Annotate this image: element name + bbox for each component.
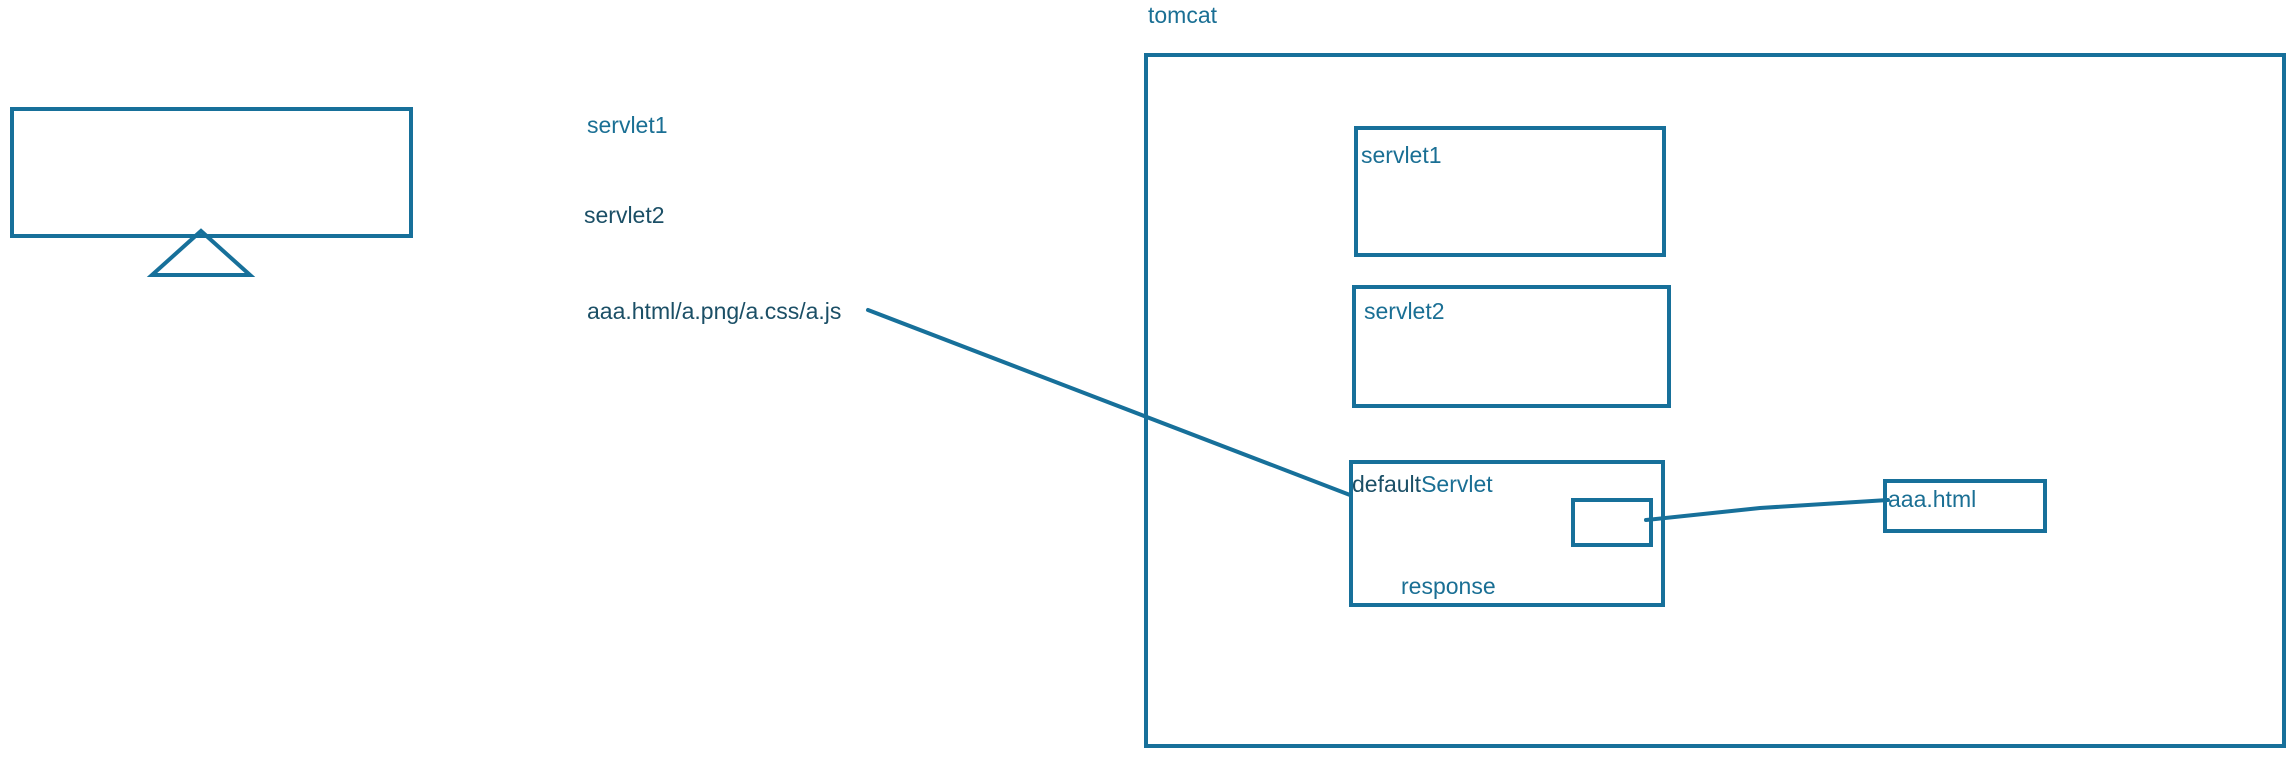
default-servlet-box (1349, 460, 1665, 607)
servlet2-box-label: servlet2 (1364, 298, 1445, 324)
response-inner-box (1571, 498, 1653, 547)
file-aaa-html-label: aaa.html (1888, 486, 1977, 512)
servlet1-box-label: servlet1 (1361, 142, 1442, 168)
tomcat-container (1144, 53, 2286, 748)
file-aaa-html-box (1883, 479, 2047, 533)
default-servlet-label: defaultServlet (1352, 473, 1493, 496)
request-servlet1-label: servlet1 (587, 112, 668, 138)
response-label: response (1401, 573, 1496, 599)
response-file-connector (1644, 498, 1890, 522)
client-monitor-screen (10, 107, 413, 238)
default-servlet-label-part2: Servlet (1421, 471, 1493, 497)
servlet1-box (1354, 126, 1666, 257)
request-static-resources-label: aaa.html/a.png/a.css/a.js (587, 298, 842, 324)
client-monitor-stand (146, 228, 256, 277)
tomcat-label: tomcat (1148, 2, 1218, 28)
static-request-connector (866, 308, 1352, 497)
request-servlet2-label: servlet2 (584, 202, 665, 228)
default-servlet-label-part1: default (1352, 471, 1422, 497)
servlet2-box (1352, 285, 1671, 408)
